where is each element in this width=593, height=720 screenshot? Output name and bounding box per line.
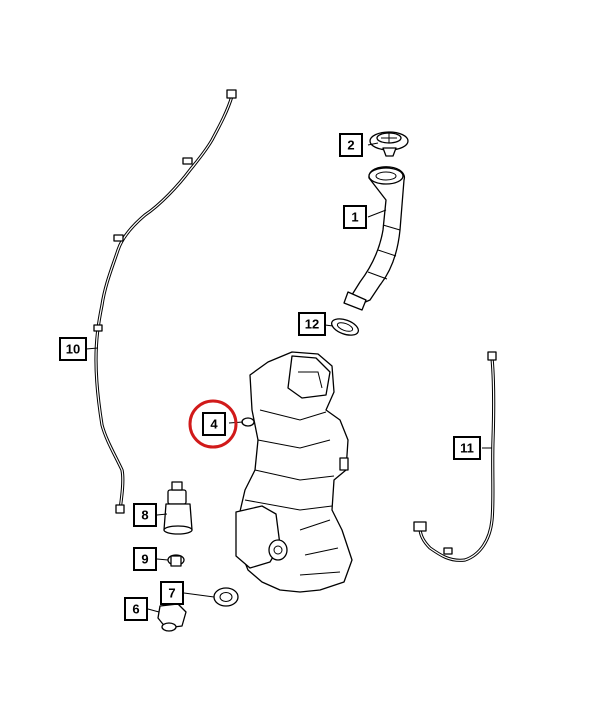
hose-clip	[182, 157, 193, 165]
callout-4[interactable]: 4	[202, 412, 226, 436]
hose-end-connector	[487, 351, 497, 361]
grommet-part-12[interactable]	[329, 316, 360, 339]
hose-clip	[443, 547, 453, 555]
callout-label: 12	[305, 317, 319, 332]
seal-ring-part-7[interactable]	[213, 587, 239, 607]
washer-hose-part-11[interactable]	[413, 351, 497, 562]
filler-cap-part-2[interactable]	[369, 131, 409, 157]
callout-7[interactable]: 7	[160, 581, 184, 605]
callout-12[interactable]: 12	[298, 312, 326, 336]
washer-reservoir-part-4[interactable]	[235, 351, 353, 593]
level-sensor-part-6[interactable]	[157, 603, 187, 632]
callout-6[interactable]: 6	[124, 597, 148, 621]
callout-label: 10	[66, 342, 80, 357]
callout-label: 1	[351, 210, 358, 225]
pump-grommet-part-9[interactable]	[167, 554, 185, 567]
callout-label: 2	[347, 138, 354, 153]
callout-label: 6	[132, 602, 139, 617]
hose-clip	[113, 234, 124, 242]
callout-8[interactable]: 8	[133, 503, 157, 527]
leader-lines	[85, 142, 492, 613]
callout-10[interactable]: 10	[59, 337, 87, 361]
callout-label: 7	[168, 586, 175, 601]
hose-end-connector	[115, 504, 125, 514]
hose-clip	[93, 324, 103, 332]
callout-1[interactable]: 1	[343, 205, 367, 229]
callout-9[interactable]: 9	[133, 547, 157, 571]
callout-label: 11	[460, 441, 474, 456]
filler-neck-part-1[interactable]	[343, 166, 406, 311]
hose-end-connector	[226, 89, 237, 99]
highlight-circle	[188, 399, 238, 449]
washer-pump-part-8[interactable]	[163, 481, 193, 535]
callout-label: 4	[210, 417, 218, 432]
hose-end-connector	[413, 521, 427, 532]
callout-label: 9	[141, 552, 148, 567]
washer-hose-part-10[interactable]	[93, 89, 237, 514]
callout-label: 8	[141, 508, 148, 523]
callout-2[interactable]: 2	[339, 133, 363, 157]
callout-11[interactable]: 11	[453, 436, 481, 460]
